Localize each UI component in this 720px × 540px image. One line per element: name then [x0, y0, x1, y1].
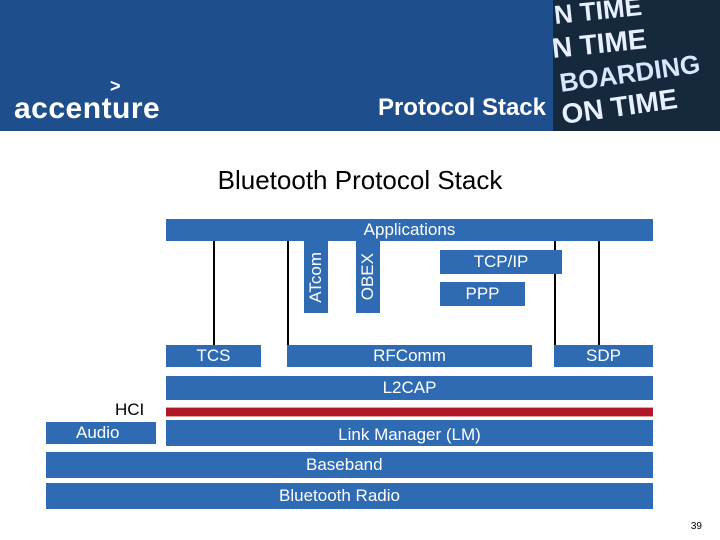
header-photo: N TIME N TIME BOARDING ON TIME [553, 0, 720, 131]
hci-bar [166, 407, 653, 417]
bluetooth-radio-label: Bluetooth Radio [279, 486, 400, 505]
obex-layer: OBEX [356, 241, 380, 313]
applications-layer: Applications [166, 219, 653, 241]
slide-title: Bluetooth Protocol Stack [217, 165, 503, 195]
tcpip-layer: TCP/IP [440, 250, 562, 274]
header-title: Protocol Stack [377, 94, 546, 121]
logo-text: accenture [14, 92, 161, 125]
ppp-label: PPP [465, 284, 500, 303]
sdp-layer: SDP [554, 345, 653, 367]
l2cap-label: L2CAP [382, 378, 437, 397]
atcom-layer: ATcom [304, 241, 328, 313]
logo-chevron-icon: > [110, 76, 121, 96]
baseband-label: Baseband [306, 455, 383, 474]
connector-line-tcs [213, 241, 215, 345]
link-manager-label: Link Manager (LM) [338, 425, 481, 444]
atcom-label: ATcom [306, 251, 325, 303]
sdp-label: SDP [586, 346, 621, 365]
header-banner: > accenture Protocol Stack N TIME N TIME… [0, 0, 720, 131]
rfcomm-layer: RFComm [287, 345, 532, 367]
connector-line-rfcomm-left [287, 241, 289, 345]
ppp-layer: PPP [440, 280, 525, 306]
audio-label: Audio [76, 423, 120, 442]
applications-label: Applications [363, 220, 456, 239]
bluetooth-radio-layer: Bluetooth Radio [46, 483, 653, 509]
tcs-label: TCS [196, 346, 231, 365]
page-number: 39 [690, 521, 702, 532]
baseband-layer: Baseband [46, 452, 653, 478]
tcpip-label: TCP/IP [473, 252, 529, 271]
hci-label: HCI [115, 400, 145, 419]
l2cap-layer: L2CAP [166, 376, 653, 400]
audio-layer: Audio [46, 422, 156, 444]
link-manager-layer: Link Manager (LM) [166, 420, 653, 446]
connector-line-sdp-left [554, 241, 556, 366]
accenture-logo: > accenture [14, 76, 164, 125]
tcs-layer: TCS [166, 345, 261, 367]
obex-label: OBEX [358, 253, 377, 301]
connector-line-sdp-right [598, 241, 600, 345]
rfcomm-label: RFComm [373, 346, 446, 365]
